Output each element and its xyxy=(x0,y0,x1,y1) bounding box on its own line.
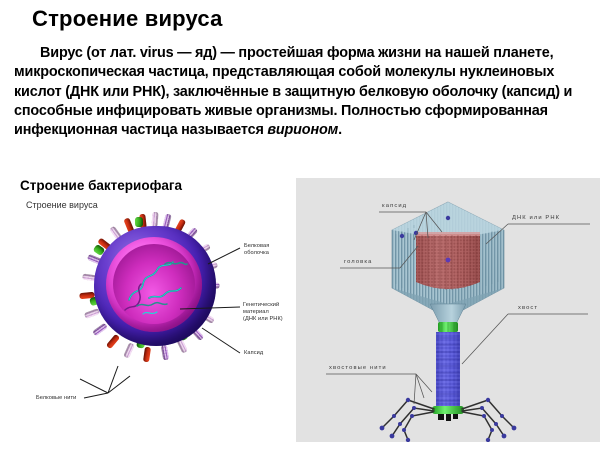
phage-fiber-joints xyxy=(379,397,517,442)
body-text-main: Вирус (от лат. virus — яд) — простейшая … xyxy=(14,45,573,139)
phage-base-plate xyxy=(432,406,464,414)
label-capsid-right: капсид xyxy=(382,203,408,209)
left-figure-leader-lines xyxy=(79,247,241,399)
phage-tail-pin xyxy=(453,414,458,419)
label-tail-fibers: хвостовые нити xyxy=(329,365,387,371)
label-protein-envelope-line2: оболочка xyxy=(244,250,270,256)
label-head: головка xyxy=(344,259,373,265)
right-bacteriophage-figure: капсид ДНК или РНК головка хвост хвостов… xyxy=(296,178,600,442)
phage-tail-group xyxy=(436,332,460,408)
left-virus-figure: Строение бактериофага Строение вируса xyxy=(0,176,296,450)
right-figure-leader-lines xyxy=(326,211,590,405)
left-figure-heading: Строение бактериофага xyxy=(20,178,183,193)
label-genetic-material-line3: (ДНК или РНК) xyxy=(243,316,283,322)
label-dna-or-rna: ДНК или РНК xyxy=(512,215,561,221)
body-paragraph: Вирус (от лат. virus — яд) — простейшая … xyxy=(14,44,592,140)
label-genetic-material-line2: материал xyxy=(243,309,269,315)
capsid-lumen xyxy=(113,244,195,324)
phage-head-group xyxy=(391,201,505,325)
phage-tail-pin xyxy=(446,414,451,421)
capsid-shell xyxy=(106,237,202,332)
virion-illustration xyxy=(78,211,228,402)
label-protein-filaments: Белковые нити xyxy=(36,395,77,401)
body-text-emphasis: вирионом xyxy=(267,122,339,139)
page-title: Строение вируса xyxy=(32,6,223,31)
vertex-dot xyxy=(445,257,451,263)
vertex-dot xyxy=(399,233,405,239)
body-text-tail: . xyxy=(338,122,342,139)
label-capsid: Капсид xyxy=(244,350,264,356)
phage-tail-pin xyxy=(438,414,444,420)
label-protein-envelope-line1: Белковая xyxy=(244,243,270,249)
genetic-material-strands xyxy=(124,261,188,315)
protein-envelope xyxy=(94,226,216,346)
bacteriophage-illustration xyxy=(326,201,590,442)
left-figure-subheading: Строение вируса xyxy=(26,200,98,210)
phage-tail-fibers xyxy=(381,399,515,441)
label-genetic-material-line1: Генетический xyxy=(243,302,280,308)
label-tail: хвост xyxy=(518,305,539,311)
vertex-dot xyxy=(445,215,451,221)
